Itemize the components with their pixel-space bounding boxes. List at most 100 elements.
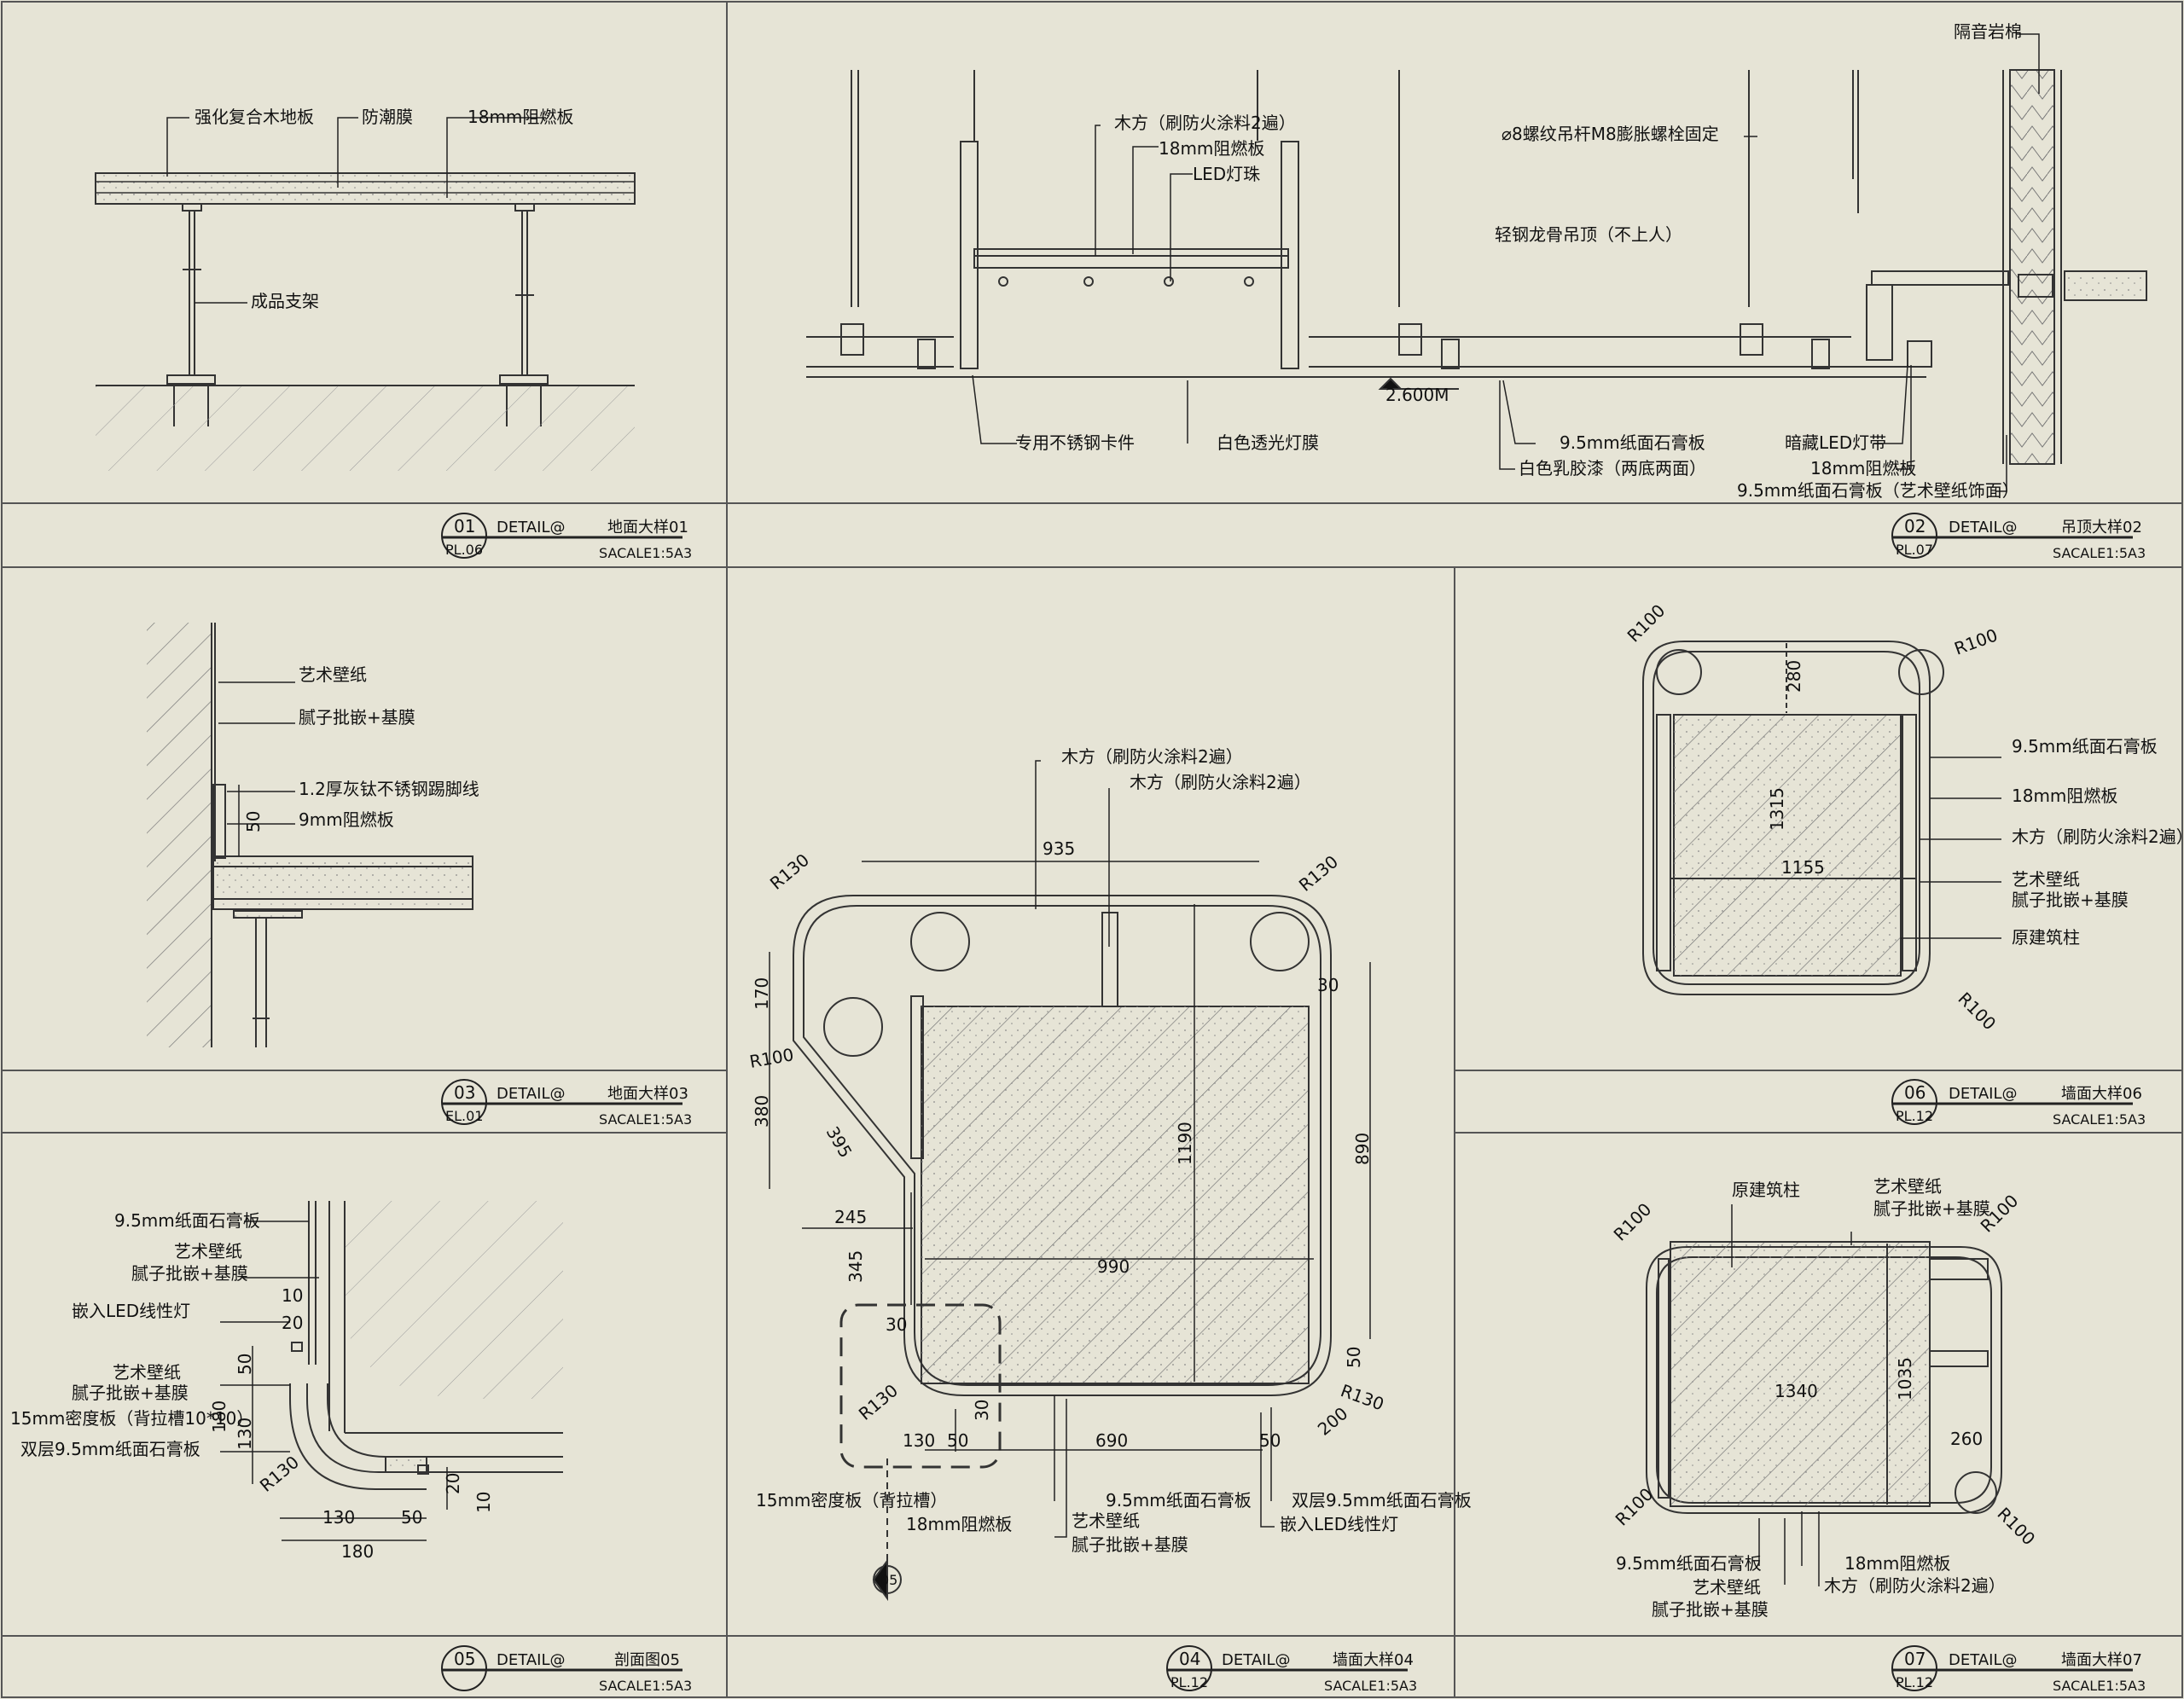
dimension: R100 <box>1952 624 2001 658</box>
label: 原建筑柱 <box>1732 1180 1800 1200</box>
label: 嵌入LED线性灯 <box>72 1301 190 1321</box>
dimension: 10 <box>282 1285 303 1306</box>
label: 木方（刷防火涂料2遍） <box>1114 113 1296 133</box>
title-tag: DETAIL@ <box>497 519 565 536</box>
title-block-03: 03 EL.01 DETAIL@ 地面大样03 SACALE1:5A3 <box>441 1079 692 1128</box>
title-sheet: PL.07 <box>1896 542 1933 558</box>
detail-04-dim-lines <box>769 861 1371 1451</box>
detail-06-drawing <box>1642 641 1944 995</box>
label: LED灯珠 <box>1193 164 1260 184</box>
dimension: 280 <box>1784 660 1804 693</box>
dimension: R100 <box>748 1044 795 1072</box>
title-scale: SACALE1:5A3 <box>1324 1678 1417 1694</box>
title-tag: DETAIL@ <box>1222 1651 1290 1669</box>
title-scale: SACALE1:5A3 <box>2053 1678 2146 1694</box>
dimension: 30 <box>1317 975 1339 995</box>
label: 1.2厚灰钛不锈钢踢脚线 <box>299 779 479 799</box>
label: 艺术壁纸 <box>174 1241 242 1261</box>
title-tag: DETAIL@ <box>1949 519 2017 536</box>
dimension: 1190 <box>1175 1122 1195 1165</box>
title-block-01: 01 PL.06 DETAIL@ 地面大样01 SACALE1:5A3 <box>441 513 692 561</box>
label: 木方（刷防火涂料2遍） <box>2012 826 2184 847</box>
title-name: 地面大样01 <box>607 519 688 536</box>
label: 18mm阻燃板 <box>1159 138 1264 159</box>
label: 腻子批嵌+基膜 <box>1072 1534 1188 1555</box>
dimension: 130 <box>235 1418 255 1450</box>
title-tag: DETAIL@ <box>1949 1651 2017 1669</box>
label: 轻钢龙骨吊顶（不上人） <box>1495 224 1682 245</box>
dimension: R130 <box>1295 851 1342 896</box>
label: 艺术壁纸 <box>113 1362 181 1383</box>
label: 艺术壁纸 <box>1072 1511 1140 1531</box>
label: 9mm阻燃板 <box>299 809 394 830</box>
dimension: 130 <box>322 1507 355 1528</box>
title-sheet: PL.06 <box>445 542 483 558</box>
detail-03-labels: 艺术壁纸 腻子批嵌+基膜 1.2厚灰钛不锈钢踢脚线 9mm阻燃板 50 <box>243 664 479 832</box>
title-scale: SACALE1:5A3 <box>599 1678 692 1694</box>
title-name: 吊顶大样02 <box>2061 519 2142 536</box>
title-tag: DETAIL@ <box>1949 1085 2017 1103</box>
detail-05-drawing <box>289 1201 563 1490</box>
detail-06-leaders <box>1901 757 2001 939</box>
detail-01-labels: 强化复合木地板 防潮膜 18mm阻燃板 成品支架 <box>195 107 573 311</box>
label: 白色透光灯膜 <box>1217 432 1319 453</box>
dimension: 20 <box>443 1473 463 1494</box>
dimension: 180 <box>209 1400 229 1433</box>
dimension: 380 <box>752 1095 772 1128</box>
dimension: R130 <box>1338 1380 1386 1414</box>
label: 腻子批嵌+基膜 <box>72 1383 189 1403</box>
label: 双层9.5mm纸面石膏板 <box>20 1439 200 1459</box>
label: 9.5mm纸面石膏板（艺术壁纸饰面） <box>1737 480 2019 501</box>
label: 专用不锈钢卡件 <box>1015 432 1135 453</box>
label: 嵌入LED线性灯 <box>1280 1514 1398 1534</box>
dimension: 1035 <box>1895 1357 1915 1400</box>
dimension: R130 <box>256 1452 303 1496</box>
label: ⌀8螺纹吊杆M8膨胀螺栓固定 <box>1502 124 1719 144</box>
dimension: 1155 <box>1781 857 1825 878</box>
dimension: 180 <box>341 1541 374 1562</box>
detail-07-leaders <box>1731 1204 1852 1586</box>
dimension: R100 <box>1610 1199 1656 1245</box>
dimension: 30 <box>886 1314 907 1335</box>
title-sheet: PL.12 <box>1896 1674 1933 1690</box>
dimension: 245 <box>834 1207 867 1227</box>
dimension: 935 <box>1043 838 1075 859</box>
label: 腻子批嵌+基膜 <box>131 1263 248 1284</box>
dimension: R130 <box>766 850 813 894</box>
title-number: 01 <box>454 516 475 536</box>
dimension: 395 <box>822 1123 857 1162</box>
title-tag: DETAIL@ <box>497 1651 565 1669</box>
title-block-06: 06 PL.12 DETAIL@ 墙面大样06 SACALE1:5A3 <box>1891 1079 2146 1128</box>
label: 艺术壁纸 <box>1693 1577 1761 1598</box>
title-block-04: 04 PL.12 DETAIL@ 墙面大样04 SACALE1:5A3 <box>1166 1645 1417 1694</box>
title-sheet: PL.12 <box>1896 1108 1933 1124</box>
label: 艺术壁纸 <box>299 664 367 685</box>
label: 成品支架 <box>251 291 319 311</box>
dimension: 130 <box>903 1430 935 1451</box>
detail-02-labels: 木方（刷防火涂料2遍） 18mm阻燃板 LED灯珠 ⌀8螺纹吊杆M8膨胀螺栓固定… <box>1015 21 2022 501</box>
section-mark-label: 05 <box>880 1572 897 1588</box>
dimension: 345 <box>845 1250 866 1283</box>
detail-03-leaders <box>218 681 295 856</box>
label: 防潮膜 <box>362 107 413 127</box>
label: 18mm阻燃板 <box>2012 786 2117 806</box>
dimension: 990 <box>1097 1256 1130 1277</box>
label: 9.5mm纸面石膏板 <box>2012 736 2158 757</box>
dimension: 690 <box>1095 1430 1128 1451</box>
dimension: R100 <box>1623 600 1670 647</box>
title-scale: SACALE1:5A3 <box>2053 1111 2146 1128</box>
dimension: 20 <box>282 1313 303 1333</box>
dimension: 890 <box>1352 1133 1373 1165</box>
dimension: 50 <box>243 811 264 832</box>
label: 腻子批嵌+基膜 <box>1652 1599 1769 1620</box>
dimension: 50 <box>1259 1430 1281 1451</box>
label: 15mm密度板（背拉槽10*10） <box>10 1408 253 1429</box>
label: 15mm密度板（背拉槽） <box>756 1490 947 1511</box>
dimension: 200 <box>1314 1403 1352 1440</box>
title-name: 墙面大样04 <box>1333 1651 1414 1669</box>
label: 18mm阻燃板 <box>468 107 573 127</box>
title-name: 墙面大样07 <box>2061 1651 2142 1669</box>
detail-02-drawing <box>806 69 2147 465</box>
title-block-02: 02 PL.07 DETAIL@ 吊顶大样02 SACALE1:5A3 <box>1891 513 2146 561</box>
